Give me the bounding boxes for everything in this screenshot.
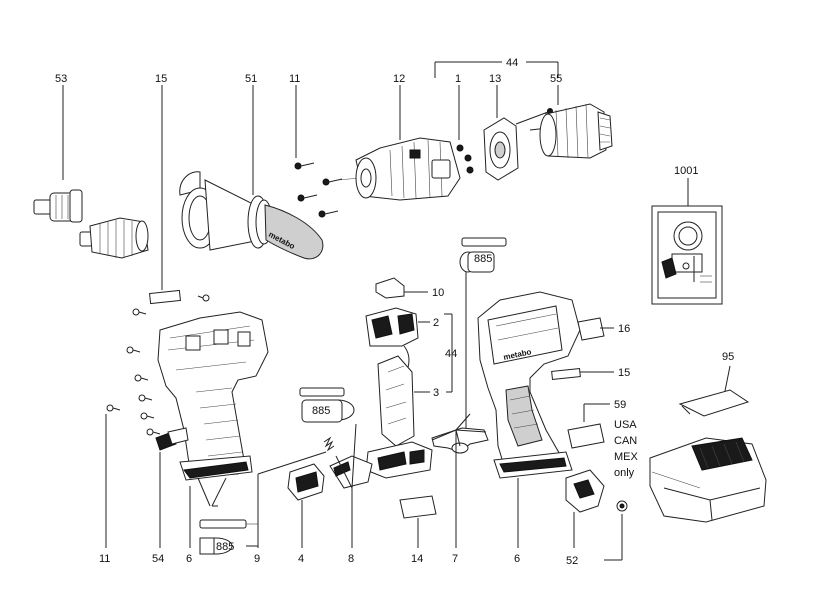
part-4-module: [287, 463, 325, 548]
bracket-44-mid: [444, 313, 453, 393]
grease-tube-885-mid: [299, 387, 355, 423]
part-8-bracket: [329, 423, 373, 548]
part-95-battery-cover: [678, 365, 750, 417]
right-housing-half: metabo: [477, 291, 581, 548]
callout-15-right: 15: [618, 367, 630, 379]
callout-12: 12: [393, 73, 405, 85]
part-2-switch: [365, 307, 430, 379]
part-1001-label-card: [651, 178, 723, 305]
callout-11-top: 11: [289, 73, 300, 85]
part-52-belt-clip: [565, 469, 628, 561]
part-53-chuck-adapter: [33, 85, 83, 223]
callout-885-mid: 885: [312, 405, 330, 417]
callout-6-left: 6: [186, 553, 192, 565]
part-1-screws: [456, 85, 474, 174]
callout-6-right: 6: [514, 553, 520, 565]
part-9-spring: [257, 436, 335, 548]
callout-7: 7: [452, 553, 458, 565]
part-6-left-leaders: [189, 477, 227, 548]
callout-53: 53: [55, 73, 67, 85]
callout-10: 10: [432, 287, 444, 299]
part-16-label: [577, 317, 614, 341]
left-housing-half: [157, 311, 269, 481]
battery-pack: [649, 437, 767, 523]
part-59-label: [567, 403, 610, 449]
part-12-gearbox: [337, 85, 461, 201]
part-7-clip: [431, 413, 489, 548]
bracket-44-top: [434, 61, 559, 78]
callout-region-usa: USA: [614, 419, 637, 431]
part-14-label: [399, 495, 437, 548]
callout-region-mex: MEX: [614, 451, 639, 463]
callout-55: 55: [550, 73, 562, 85]
grease-tube-885-top: [459, 237, 507, 428]
callout-14: 14: [411, 553, 423, 565]
left-housing-screws: [106, 294, 210, 436]
callout-54: 54: [152, 553, 164, 565]
callout-11-bottom: 11: [99, 553, 110, 565]
callout-51: 51: [245, 73, 257, 85]
part-10-cap: [375, 277, 428, 299]
part-15-label-strip-right: [551, 368, 614, 380]
callout-region-can: CAN: [614, 435, 637, 447]
part-51-side-handle: metabo: [179, 85, 324, 260]
callout-885-top: 885: [474, 253, 492, 265]
callout-9: 9: [254, 553, 260, 565]
part-54-block: [155, 427, 189, 548]
callout-8: 8: [348, 553, 354, 565]
callout-44-top: 44: [506, 57, 518, 69]
callout-region-only: only: [614, 467, 635, 479]
part-3-electronics: [377, 355, 430, 447]
part-15-label-strip-top: [149, 85, 181, 305]
callout-16: 16: [618, 323, 630, 335]
callout-59: 59: [614, 399, 626, 411]
grease-tube-885-bottom: [199, 519, 258, 555]
callout-52: 52: [566, 555, 578, 567]
callout-885-bot: 885: [216, 541, 234, 553]
callout-15-top: 15: [155, 73, 167, 85]
part-11-screws-top: [294, 85, 343, 218]
callout-4: 4: [298, 553, 304, 565]
part-55-motor: [529, 85, 613, 159]
part-chuck-body: [79, 217, 149, 259]
callout-2: 2: [433, 317, 439, 329]
callout-44-mid: 44: [445, 348, 457, 360]
callout-13: 13: [489, 73, 501, 85]
part-13-motor-plate: [483, 85, 553, 181]
callout-1: 1: [455, 73, 461, 85]
callout-1001: 1001: [674, 165, 698, 177]
callout-3: 3: [433, 387, 439, 399]
callout-95: 95: [722, 351, 734, 363]
callout-labels: 53 15 51 11 12 44 1 13 55 1001 10 2 44 3…: [55, 57, 734, 567]
electronics-base-plate: [365, 441, 433, 479]
